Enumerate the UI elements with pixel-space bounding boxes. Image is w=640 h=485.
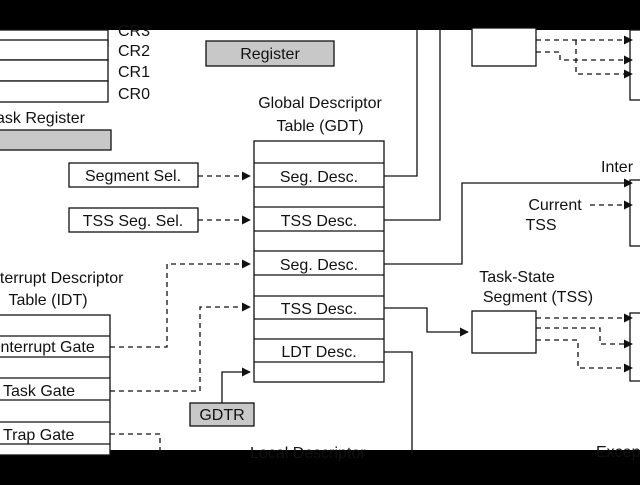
- tss-title-1: Task-State: [479, 269, 555, 286]
- cr0-label: CR0: [118, 86, 150, 103]
- cr3-label: CR3: [118, 23, 150, 40]
- idt-table: [0, 314, 111, 456]
- register: Register: [205, 40, 335, 67]
- current-tss-label-2: TSS: [525, 217, 556, 234]
- tss-title-2: Segment (TSS): [483, 289, 593, 306]
- gdt-row-seg-desc-2: Seg. Desc.: [280, 257, 358, 274]
- gdt-table: [253, 140, 385, 383]
- cr1-box: [0, 59, 109, 82]
- gdtr: GDTR: [189, 402, 255, 427]
- far-right-box-1: [629, 29, 640, 101]
- tss-segment-selector: TSS Seg. Sel.: [68, 207, 199, 233]
- cr1-label: CR1: [118, 64, 150, 81]
- segment-selector: Segment Sel.: [68, 162, 199, 188]
- gdt: Global Descriptor Table (GDT) Seg. Desc.…: [253, 95, 385, 383]
- gdt-row-tss-desc-2: TSS Desc.: [281, 301, 357, 318]
- gdtr-label: GDTR: [199, 407, 244, 424]
- register-label: Register: [240, 46, 300, 63]
- top-right-segment-box: [471, 27, 537, 67]
- idt-title-1: Interrupt Descriptor: [0, 270, 124, 287]
- gdt-row-tss-desc-1: TSS Desc.: [281, 213, 357, 230]
- task-register: Task Register: [0, 110, 112, 151]
- gdt-row-ldt-desc: LDT Desc.: [281, 344, 356, 361]
- interrupt-handler-label: Inter: [601, 159, 634, 176]
- task-register-label: Task Register: [0, 110, 86, 127]
- gdt-title-1: Global Descriptor: [258, 95, 382, 112]
- cr0-box: [0, 80, 109, 103]
- gdt-title-2: Table (GDT): [276, 118, 363, 135]
- far-right-box-2: [629, 312, 640, 382]
- local-descriptor-label: Local Descriptor: [250, 445, 366, 462]
- segment-sel-box: [68, 162, 199, 188]
- task-state-segment: Task-State Segment (TSS): [471, 269, 593, 354]
- segment-sel-label: Segment Sel.: [85, 168, 181, 185]
- task-register-box: [0, 129, 112, 151]
- tss-seg-sel-box: [68, 207, 199, 233]
- idt-row-interrupt-gate: Interrupt Gate: [0, 339, 95, 356]
- register-box: [205, 40, 335, 67]
- tss-seg-sel-label: TSS Seg. Sel.: [83, 213, 184, 230]
- gdt-row-seg-desc-1: Seg. Desc.: [280, 169, 358, 186]
- idt: Interrupt Descriptor Table (IDT) Interru…: [0, 270, 124, 456]
- interrupt-handler-box: [629, 179, 640, 247]
- idt-title-2: Table (IDT): [8, 292, 87, 309]
- idt-row-task-gate: Task Gate: [3, 383, 75, 400]
- tss-box: [471, 310, 537, 354]
- dashed-connectors: [110, 35, 633, 450]
- cr2-label: CR2: [118, 43, 150, 60]
- solid-connectors: [221, 30, 633, 455]
- control-registers: CR3 CR2 CR1 CR0: [0, 23, 150, 103]
- cr2-box: [0, 39, 109, 61]
- exception-label: Excep: [596, 444, 640, 461]
- current-tss-label-1: Current: [528, 197, 582, 214]
- idt-row-trap-gate: Trap Gate: [3, 427, 75, 444]
